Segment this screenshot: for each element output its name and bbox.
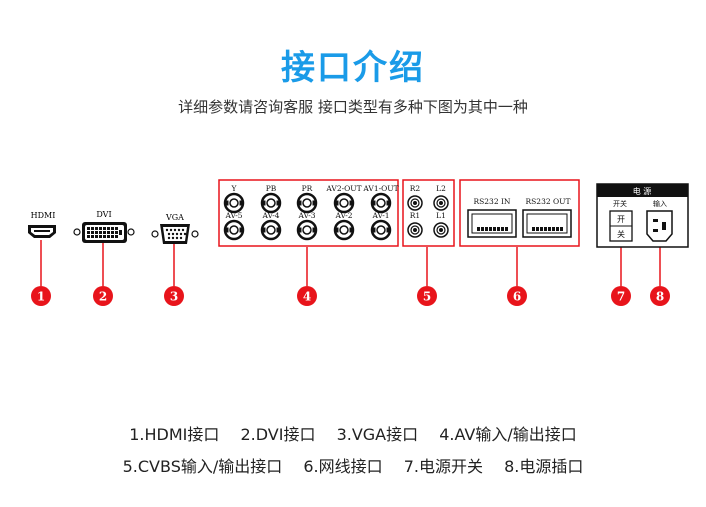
rca-connector — [407, 195, 423, 211]
rca-connector — [433, 195, 449, 211]
rs232-label: RS232 OUT — [526, 197, 571, 206]
rs232-panel: RS232 IN RS232 OUT — [459, 179, 580, 247]
bnc-connector — [260, 192, 282, 214]
power-header: 电 源 — [633, 186, 652, 196]
rj45-port — [522, 209, 572, 238]
bnc-connector — [223, 192, 245, 214]
page-title: 接口介绍 — [281, 48, 425, 88]
av-top-label: Y — [231, 184, 238, 193]
svg-text:8: 8 — [656, 290, 664, 304]
legend-item: 2.DVI接口 — [240, 425, 316, 444]
av-top-label: PB — [266, 184, 277, 193]
marker-3: 3 — [164, 286, 184, 306]
av-top-label: PR — [302, 184, 313, 193]
marker-6: 6 — [507, 286, 527, 306]
bnc-connector — [296, 192, 318, 214]
rca-connector — [407, 222, 423, 238]
legend-item: 7.电源开关 — [403, 457, 483, 476]
vga-label: VGA — [165, 213, 184, 222]
dvi-port: DVI — [73, 210, 135, 243]
bnc-connector — [223, 219, 245, 241]
av-bottom-label: AV-1 — [371, 211, 389, 220]
legend-item: 6.网线接口 — [303, 457, 383, 476]
legend-item: 4.AV输入/输出接口 — [439, 425, 577, 444]
av-bottom-label: AV-5 — [224, 211, 242, 220]
bnc-connector — [333, 192, 355, 214]
legend-row-1: 1.HDMI接口 2.DVI接口 3.VGA接口 4.AV输入/输出接口 — [0, 421, 706, 445]
marker-5: 5 — [417, 286, 437, 306]
bnc-connector — [296, 219, 318, 241]
cvbs-label: R2 — [410, 184, 421, 193]
rs232-label: RS232 IN — [473, 197, 510, 206]
bnc-connector — [260, 219, 282, 241]
rj45-port — [467, 209, 517, 238]
power-switch: 开 关 — [609, 210, 633, 242]
input-label: 输入 — [653, 199, 667, 208]
svg-text:4: 4 — [303, 290, 311, 304]
svg-text:3: 3 — [170, 290, 178, 304]
bnc-connector — [333, 219, 355, 241]
cvbs-label: L2 — [436, 184, 446, 193]
svg-text:2: 2 — [99, 290, 107, 304]
power-panel: 电 源 开关 输入 开 关 — [596, 183, 689, 248]
cvbs-label: R1 — [410, 211, 420, 220]
legend-item: 8.电源插口 — [504, 457, 584, 476]
marker-8: 8 — [650, 286, 670, 306]
marker-2: 2 — [93, 286, 113, 306]
switch-label: 开关 — [613, 199, 627, 208]
bnc-connector — [370, 192, 392, 214]
rca-connector — [433, 222, 449, 238]
av-bottom-label: AV-3 — [297, 211, 315, 220]
cvbs-label: L1 — [436, 211, 446, 220]
marker-1: 1 — [31, 286, 51, 306]
cvbs-panel: R2 L2 R1 L1 — [402, 179, 455, 247]
hdmi-port: HDMI — [28, 211, 56, 238]
page-subtitle: 详细参数请咨询客服 接口类型有多种下图为其中一种 — [178, 98, 528, 116]
av-panel: Y PB PR AV2-OUT AV1-OUT AV-5 AV-4 AV-3 A… — [218, 179, 399, 247]
connector-lines — [40, 240, 661, 286]
marker-4: 4 — [297, 286, 317, 306]
av-top-label: AV2-OUT — [325, 184, 361, 193]
power-socket — [646, 210, 673, 242]
svg-text:7: 7 — [617, 290, 625, 304]
svg-text:1: 1 — [37, 290, 45, 304]
dvi-label: DVI — [96, 210, 111, 219]
legend-row-2: 5.CVBS输入/输出接口 6.网线接口 7.电源开关 8.电源插口 — [0, 453, 706, 477]
av-bottom-label: AV-4 — [261, 211, 279, 220]
switch-on-label: 开 — [617, 215, 625, 224]
legend-item: 5.CVBS输入/输出接口 — [122, 457, 283, 476]
svg-text:6: 6 — [513, 290, 521, 304]
hdmi-label: HDMI — [31, 211, 56, 220]
av-bottom-label: AV-2 — [334, 211, 352, 220]
switch-off-label: 关 — [617, 229, 625, 239]
marker-7: 7 — [611, 286, 631, 306]
vga-port: VGA — [151, 213, 199, 244]
svg-text:5: 5 — [423, 290, 431, 304]
legend-item: 3.VGA接口 — [336, 425, 419, 444]
legend-item: 1.HDMI接口 — [129, 425, 220, 444]
bnc-connector — [370, 219, 392, 241]
av-top-label: AV1-OUT — [362, 184, 398, 193]
number-markers: 1 2 3 4 5 6 7 8 — [31, 286, 670, 306]
